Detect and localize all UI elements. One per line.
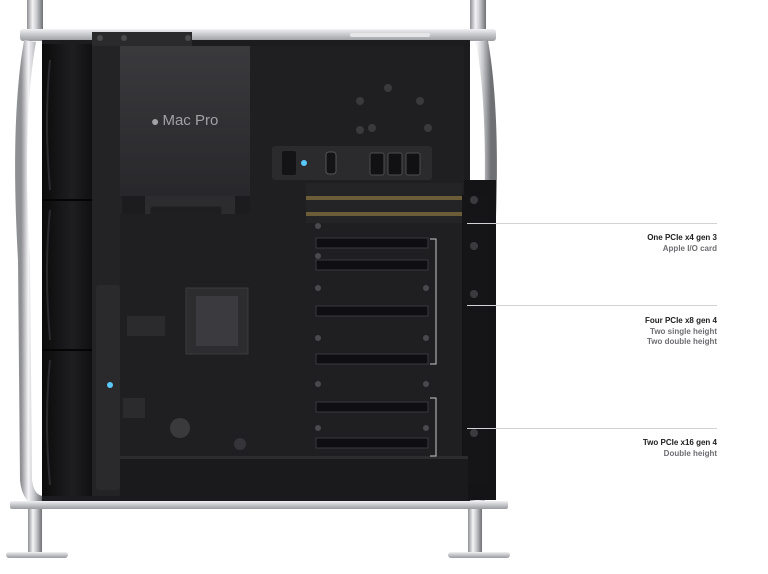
logic-board [250, 46, 464, 456]
bottom-frame [10, 501, 508, 509]
callout-pcie-x16: Two PCIe x16 gen 4 Double height [643, 438, 717, 459]
bottom-shelf [120, 456, 468, 500]
callout-rule [467, 223, 717, 224]
fan-column [42, 44, 92, 496]
callout-title: Four PCIe x8 gen 4 [644, 316, 717, 325]
mac-pro-logo: ● Mac Pro [151, 112, 218, 129]
callout-line: Two double height [646, 337, 717, 346]
cpu-cooler [120, 46, 250, 196]
callout-title: Two PCIe x16 gen 4 [642, 438, 717, 447]
pcie-slots [315, 237, 429, 449]
left-foot [6, 552, 68, 558]
callout-rule [467, 305, 717, 306]
callout-line: Double height [663, 448, 717, 458]
callout-line: Apple I/O card [662, 243, 717, 253]
apple-io-card [306, 183, 462, 223]
callout-line: Two single height [650, 326, 717, 336]
left-frame-tube [15, 39, 44, 508]
callout-pcie-x4: One PCIe x4 gen 3 Apple I/O card [647, 233, 717, 254]
indicator-dot [301, 160, 307, 166]
logo-text: Mac Pro [162, 112, 219, 129]
callout-title: One PCIe x4 gen 3 [647, 233, 717, 242]
apple-logo-icon: ● [151, 112, 160, 129]
callout-rule [467, 428, 717, 429]
callout-pcie-x8: Four PCIe x8 gen 4 Two single height Two… [645, 316, 717, 348]
indicator-dot [107, 382, 113, 388]
right-foot [448, 552, 510, 558]
